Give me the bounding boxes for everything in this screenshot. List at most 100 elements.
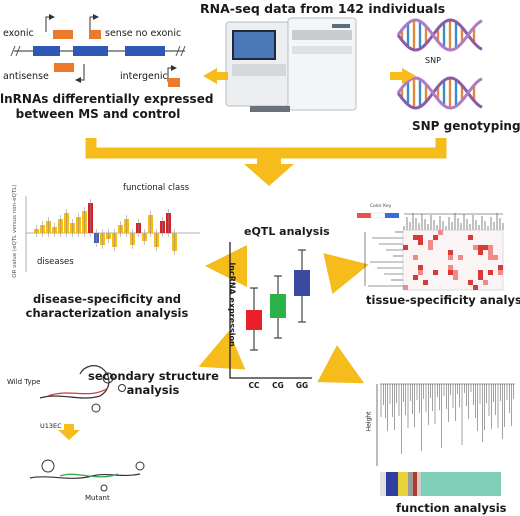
heatmap-cell xyxy=(488,245,493,250)
heatmap-cell xyxy=(483,280,488,285)
gene-exon-3 xyxy=(125,46,165,56)
tick-gg: GG xyxy=(295,381,309,390)
arrow-to-snp xyxy=(390,68,416,84)
module-color-segment xyxy=(380,472,386,496)
heatmap-cell xyxy=(418,265,423,270)
tick-cg: CG xyxy=(272,381,284,390)
sequencer-screen xyxy=(234,32,274,58)
axis-break-left xyxy=(10,45,21,57)
heatmap-cell xyxy=(488,250,493,255)
gene-exon-1 xyxy=(33,46,60,56)
tissue-caption: tissue-specificity analysis xyxy=(366,293,520,307)
arrow-to-disease xyxy=(205,245,248,288)
label-exonic: exonic xyxy=(3,28,34,39)
heatmap-cell xyxy=(438,230,443,235)
intergenic-tss-arrow xyxy=(167,65,177,82)
dna-strand-b xyxy=(396,76,483,110)
boxplot-boxes xyxy=(246,249,310,351)
sequencer-slot-1 xyxy=(292,30,352,40)
disease-or-barchart xyxy=(25,196,200,272)
eqtl-boxplot xyxy=(229,242,312,379)
heatmap-cell xyxy=(428,245,433,250)
heatmap-cell xyxy=(478,250,483,255)
heatmap-cell xyxy=(478,245,483,250)
box-body xyxy=(294,270,310,296)
disease-caption-line-2: characterization analysis xyxy=(25,306,189,320)
snp-caption: SNP genotyping xyxy=(412,119,520,133)
heatmap-cell xyxy=(413,275,418,280)
sequencer-machine-image xyxy=(225,17,357,112)
module-color-segment xyxy=(398,472,408,496)
sequencer-slot-2 xyxy=(292,46,352,54)
wt-stem-main xyxy=(39,365,110,399)
axis-break-right xyxy=(175,45,186,57)
heatmap-cell xyxy=(483,245,488,250)
wt-stem-highlight xyxy=(47,387,109,397)
plot-diseases: diseases xyxy=(37,257,74,267)
heatmap-cell xyxy=(473,285,478,290)
heatmap-cell xyxy=(413,235,418,240)
arrow-to-tissue xyxy=(323,253,369,295)
heatmap-cell xyxy=(448,250,453,255)
heatmap-cell xyxy=(428,240,433,245)
arrow-to-structure xyxy=(198,330,246,370)
heatmap-cell xyxy=(458,255,463,260)
heatmap-cell xyxy=(423,280,428,285)
heatmap-cell xyxy=(418,270,423,275)
heatmap-key-title: Color Key xyxy=(370,204,392,209)
heatmap-cell xyxy=(433,270,438,275)
arrow-to-lncrna xyxy=(203,68,228,84)
heatmap-cell xyxy=(418,240,423,245)
wt-loop-1 xyxy=(102,372,114,384)
tick-cc: CC xyxy=(248,381,260,390)
intergenic-lnc-block xyxy=(168,78,180,87)
heatmap-cell xyxy=(448,265,453,270)
snp-label: SNP xyxy=(425,56,441,65)
wild-type-label: Wild Type xyxy=(7,378,41,386)
rna-wild-type-structure xyxy=(39,365,126,440)
heatmap-column-dendrogram xyxy=(403,213,504,230)
eqtl-y-label: lncRNA expression xyxy=(227,262,237,347)
wt-loop-2 xyxy=(91,403,101,413)
heatmap-cell xyxy=(488,270,493,275)
heatmap-cell xyxy=(498,270,503,275)
module-color-segment xyxy=(386,472,398,496)
mutation-label: U13EC xyxy=(40,422,62,430)
structure-caption-line-1: secondary structure xyxy=(88,369,219,383)
exonic-tss-arrow xyxy=(45,14,55,32)
rnaseq-title: RNA-seq data from 142 individuals xyxy=(200,1,446,16)
label-antisense: antisense xyxy=(3,71,49,82)
arrow-to-function xyxy=(317,344,365,384)
dna-strand-b xyxy=(396,18,483,52)
box-body xyxy=(246,310,262,330)
module-color-segment xyxy=(408,472,413,496)
boxplot-axes xyxy=(229,242,312,379)
module-color-segment xyxy=(421,472,501,496)
sequencer-logo xyxy=(332,24,350,28)
antisense-tss-arrow xyxy=(75,64,85,83)
function-caption: function analysis xyxy=(396,501,507,515)
plot-y-axis-label: OR value (eQTL versus non-eQTL) xyxy=(11,184,18,278)
dendrogram-branches xyxy=(380,383,515,454)
eqtl-title: eQTL analysis xyxy=(244,225,330,238)
mutation-down-arrow xyxy=(58,424,80,440)
mut-stem-main xyxy=(29,473,141,479)
box-body xyxy=(270,294,286,318)
heatmap-row-dendrogram xyxy=(364,231,403,287)
heatmap-cell xyxy=(498,265,503,270)
gene-exon-2 xyxy=(73,46,108,56)
structure-caption-line-2: analysis xyxy=(126,383,180,397)
label-sense-no-exonic: sense no exonic xyxy=(105,28,182,39)
disease-caption-line-1: disease-specificity and xyxy=(32,292,182,306)
antisense-lnc-block xyxy=(54,63,74,72)
module-color-segment xyxy=(413,472,417,496)
lncrna-caption-line-2: between MS and control xyxy=(15,107,181,121)
sequencer-base xyxy=(250,106,290,112)
heatmap-cell xyxy=(453,275,458,280)
heatmap-cell xyxy=(433,235,438,240)
heatmap-key-blue xyxy=(385,213,399,218)
label-intergenic: intergenic xyxy=(120,71,168,82)
barchart-bars xyxy=(34,199,177,255)
